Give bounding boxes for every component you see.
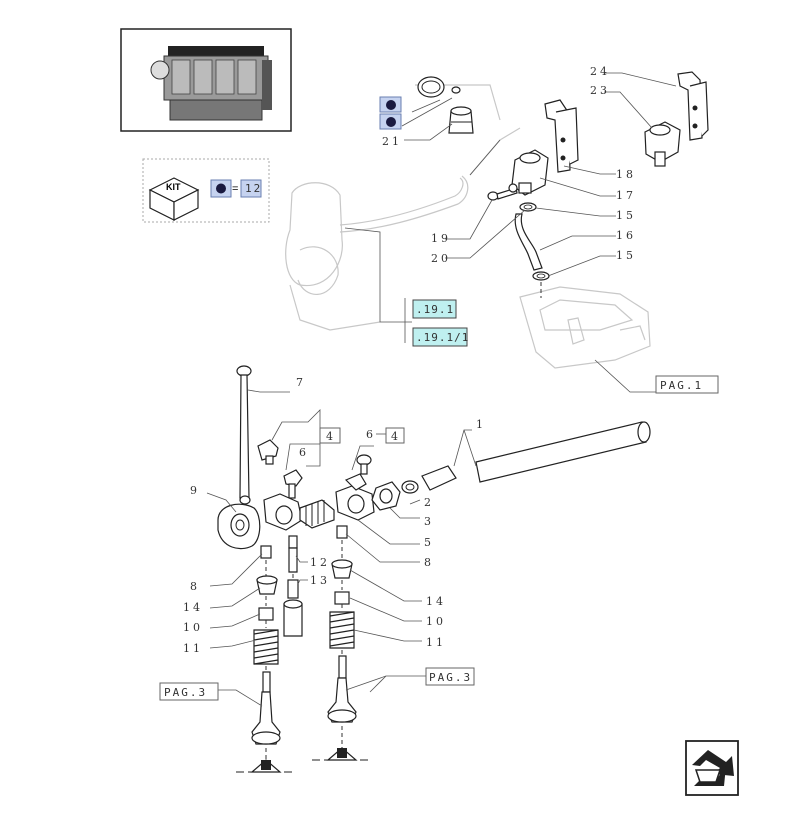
kit-value: 12 xyxy=(245,182,262,195)
kit-label: KIT xyxy=(166,182,181,192)
bracket-24 xyxy=(677,71,709,141)
pushrod-7 xyxy=(236,365,252,505)
label-9: 9 xyxy=(190,484,200,497)
pag3-right-text: PAG.3 xyxy=(429,671,472,684)
valve-stack-middle xyxy=(283,535,303,637)
washer-15-upper xyxy=(519,202,537,212)
label-24: 24 xyxy=(590,65,610,78)
label-3: 3 xyxy=(424,515,434,528)
label-23: 23 xyxy=(590,84,610,97)
engine-thumbnail-icon xyxy=(150,46,272,121)
label-21: 21 xyxy=(382,135,402,148)
label-20: 20 xyxy=(431,252,451,265)
label-10-right: 10 xyxy=(426,615,446,628)
reference-link-19-1[interactable]: .19.1 xyxy=(412,299,457,319)
label-6-right: 6 xyxy=(366,428,376,441)
shaft-spacers xyxy=(371,465,457,511)
label-16: 16 xyxy=(616,229,636,242)
page-reference-pag1[interactable]: PAG.1 xyxy=(655,375,719,394)
label-6-left: 6 xyxy=(299,446,309,459)
kit-value-box xyxy=(240,179,262,198)
reference-19-1-1-text: .19.1/1 xyxy=(416,331,469,344)
label-14-left: 14 xyxy=(183,601,203,614)
rocker-right xyxy=(335,454,375,521)
valve-block-23 xyxy=(644,121,681,167)
label-19: 19 xyxy=(431,232,451,245)
label-2: 2 xyxy=(424,496,434,509)
part-4-box-right xyxy=(385,427,405,444)
label-11-right: 11 xyxy=(426,636,446,649)
next-page-arrow-icon xyxy=(692,750,734,786)
label-13: 13 xyxy=(310,574,330,587)
kit-equals: = xyxy=(232,183,238,195)
pag1-text: PAG.1 xyxy=(660,379,703,392)
adjuster-left xyxy=(257,439,303,499)
label-1: 1 xyxy=(476,418,486,431)
rocker-support-9 xyxy=(217,503,261,550)
pipe-16 xyxy=(514,213,543,271)
part-4-box-left xyxy=(319,427,341,444)
label-7: 7 xyxy=(296,376,306,389)
label-15-lower: 15 xyxy=(616,249,636,262)
label-15-upper: 15 xyxy=(616,209,636,222)
bolt-19 xyxy=(487,183,518,201)
kit-box-icon: KIT xyxy=(148,177,200,221)
upper-leaders xyxy=(344,72,677,393)
valve-stack-left xyxy=(236,545,296,773)
label-14-right: 14 xyxy=(426,595,446,608)
next-page-button[interactable] xyxy=(685,740,739,796)
engine-thumbnail xyxy=(120,28,292,132)
page-reference-pag3-right[interactable]: PAG.3 xyxy=(425,667,475,686)
small-ring xyxy=(451,86,461,94)
grommet-part xyxy=(448,106,474,134)
bracket-18 xyxy=(544,99,579,173)
label-5: 5 xyxy=(424,536,434,549)
valve-stack-right xyxy=(312,525,372,761)
label-12: 12 xyxy=(310,556,330,569)
spring-center xyxy=(299,499,335,529)
label-10-left: 10 xyxy=(183,621,203,634)
part-labels: 24 23 21 18 17 15 16 15 19 20 7 4 6 6 4 … xyxy=(183,65,636,655)
rocker-left xyxy=(263,493,303,531)
reference-19-1-text: .19.1 xyxy=(416,303,454,316)
kit-marker-dot xyxy=(216,183,226,194)
label-18: 18 xyxy=(616,168,636,181)
washer-15-lower xyxy=(532,271,550,281)
reference-link-19-1-1[interactable]: .19.1/1 xyxy=(412,327,469,347)
lower-leaders xyxy=(206,389,477,707)
marker-group-21 xyxy=(379,96,402,130)
rocker-shaft-1 xyxy=(475,421,651,483)
label-4-right: 4 xyxy=(391,430,401,443)
kit-legend: KIT = 12 xyxy=(142,158,270,223)
label-17: 17 xyxy=(616,189,636,202)
label-8-left: 8 xyxy=(190,580,200,593)
page-reference-pag3-left[interactable]: PAG.3 xyxy=(159,682,219,701)
label-8-right: 8 xyxy=(424,556,434,569)
label-4-left: 4 xyxy=(326,430,336,443)
label-11-left: 11 xyxy=(183,642,203,655)
pag3-left-text: PAG.3 xyxy=(164,686,207,699)
